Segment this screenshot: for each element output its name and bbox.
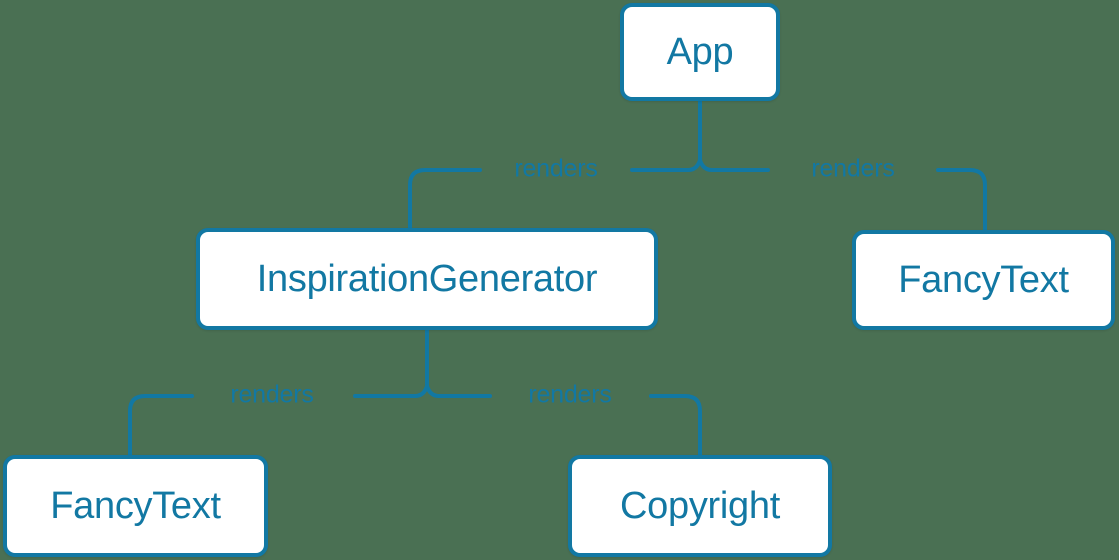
edge-label-app-to-fancytext: renders bbox=[811, 154, 895, 183]
edge-ig-to-copy-left-seg bbox=[425, 384, 492, 398]
edge-app-to-fancy-left-seg bbox=[698, 158, 770, 172]
node-copyright[interactable]: Copyright bbox=[568, 455, 832, 557]
node-fancytext-left[interactable]: FancyText bbox=[3, 455, 268, 557]
node-fancytext-right[interactable]: FancyText bbox=[852, 230, 1115, 330]
edge-ig-to-fancy-left-seg bbox=[128, 394, 194, 457]
edge-app-to-fancy-right-seg bbox=[936, 168, 987, 232]
edge-ig-to-copy-right-seg bbox=[649, 394, 702, 457]
node-app[interactable]: App bbox=[620, 3, 780, 101]
node-fancytext-left-label: FancyText bbox=[50, 485, 221, 527]
node-inspirationgenerator[interactable]: InspirationGenerator bbox=[196, 228, 658, 330]
node-inspirationgenerator-label: InspirationGenerator bbox=[256, 258, 598, 300]
edge-label-inspirationgenerator-to-copyright: renders bbox=[528, 380, 612, 409]
edge-label-inspirationgenerator-to-fancytext: renders bbox=[230, 380, 314, 409]
edge-ig-to-fancy-right-seg bbox=[353, 384, 429, 398]
node-app-label: App bbox=[666, 31, 734, 73]
edge-label-app-to-inspirationgenerator: renders bbox=[514, 154, 598, 183]
edge-app-to-inspgen-left-seg bbox=[408, 168, 482, 230]
node-fancytext-right-label: FancyText bbox=[898, 259, 1069, 301]
edge-app-to-inspgen-right-seg bbox=[630, 158, 702, 172]
node-copyright-label: Copyright bbox=[620, 485, 780, 527]
